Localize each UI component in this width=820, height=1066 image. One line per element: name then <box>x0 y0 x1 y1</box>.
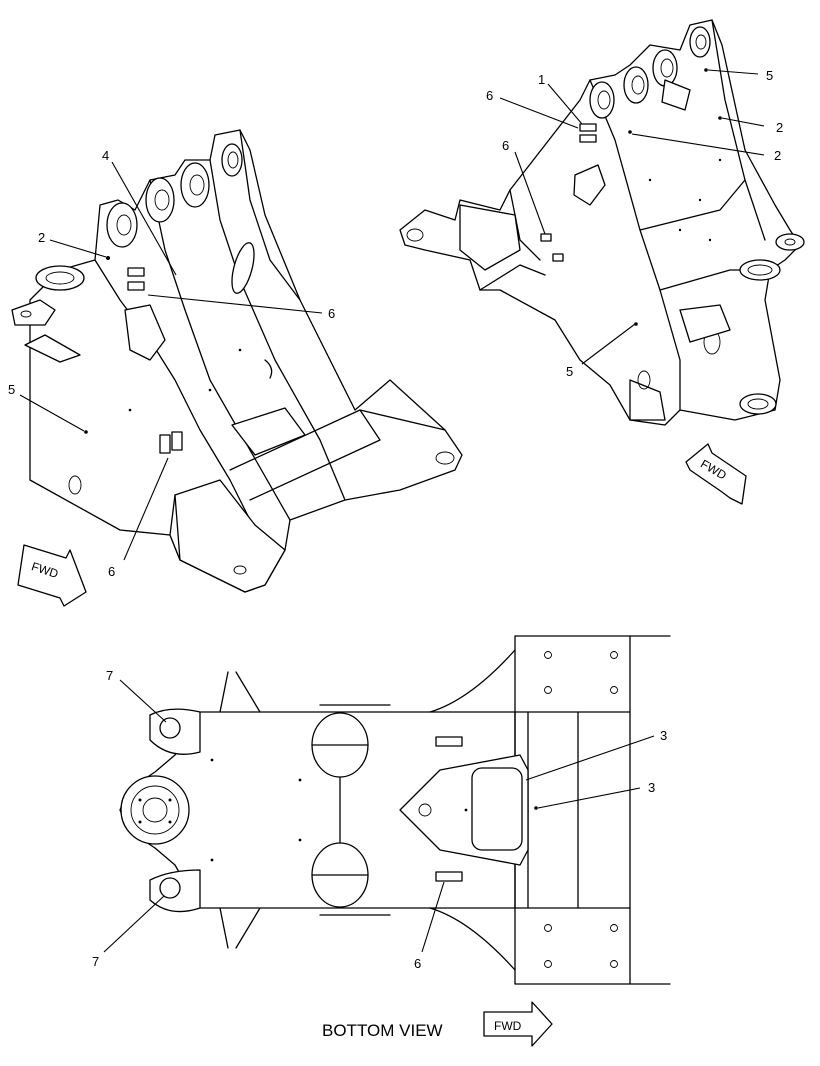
callout-7-lower: 7 <box>92 954 99 969</box>
callout-5-right-lower: 5 <box>566 364 573 379</box>
callout-2-left: 2 <box>38 230 45 245</box>
fwd-label-bottom: FWD <box>494 1019 522 1033</box>
fwd-arrow-top-left: FWD <box>17 544 87 607</box>
bottom-frame-view <box>119 635 671 985</box>
bottom-view-caption: BOTTOM VIEW <box>322 1021 443 1040</box>
callout-2-right-lower: 2 <box>774 148 781 163</box>
top-left-leaders <box>19 161 323 561</box>
callout-6-right-upper: 6 <box>486 88 493 103</box>
callout-1-right: 1 <box>538 72 545 87</box>
callout-3-upper: 3 <box>660 728 667 743</box>
top-right-leaders <box>499 69 765 365</box>
callout-7-upper: 7 <box>106 668 113 683</box>
callout-4-left: 4 <box>102 148 109 163</box>
callout-2-right-upper: 2 <box>776 120 783 135</box>
bottom-leaders <box>103 679 655 953</box>
callout-5-left: 5 <box>8 382 15 397</box>
callout-3-lower: 3 <box>648 780 655 795</box>
callout-6-bottom: 6 <box>414 956 421 971</box>
callout-5-right-upper: 5 <box>766 68 773 83</box>
fwd-arrow-top-right: FWD <box>685 443 747 505</box>
top-left-frame-view <box>11 129 463 593</box>
fwd-arrow-bottom: FWD <box>483 1001 553 1047</box>
callout-6-right-lower: 6 <box>502 138 509 153</box>
callout-6-left-upper: 6 <box>328 306 335 321</box>
callout-6-left-lower: 6 <box>108 564 115 579</box>
top-right-frame-view <box>399 19 805 426</box>
